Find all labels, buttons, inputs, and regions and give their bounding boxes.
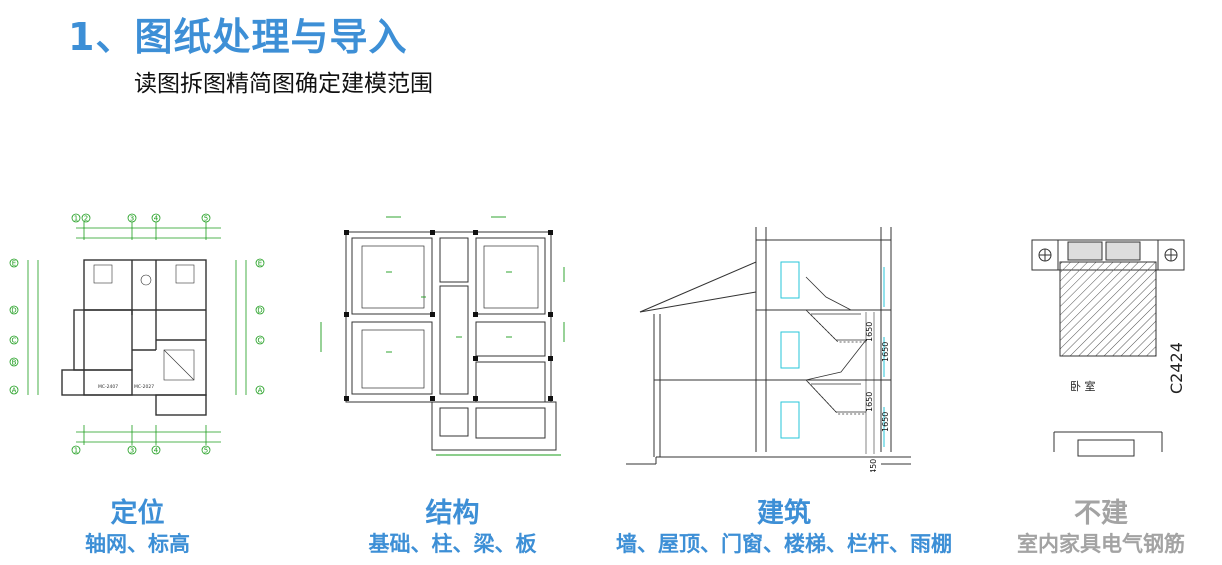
caption-positioning: 定位 轴网、标高 bbox=[40, 498, 235, 558]
window-tag: C2424 bbox=[1167, 342, 1186, 394]
axis-label: D bbox=[11, 307, 16, 315]
axis-label: 4 bbox=[154, 215, 159, 223]
caption-heading: 结构 bbox=[425, 498, 480, 529]
caption-sub: 轴网、标高 bbox=[85, 532, 190, 556]
axis-label: 3 bbox=[130, 215, 134, 223]
caption-heading: 定位 bbox=[110, 498, 165, 529]
room-name: 卧 室 bbox=[1070, 379, 1096, 393]
elevation-label: 450 bbox=[869, 459, 878, 472]
axis-label: 4 bbox=[154, 447, 159, 455]
axis-label: C bbox=[12, 337, 17, 345]
caption-not-built: 不建 室内家具电气钢筋 bbox=[994, 498, 1208, 558]
furniture-drawing: C2424 卧 室 bbox=[1031, 239, 1186, 457]
elevation-label: 1650 bbox=[881, 342, 890, 362]
axis-label: 1 bbox=[74, 447, 78, 455]
page-title: 1、图纸处理与导入 bbox=[68, 15, 408, 59]
axis-label: 5 bbox=[204, 215, 208, 223]
room-tag: MC-2027 bbox=[134, 384, 154, 390]
axis-label: 5 bbox=[204, 447, 208, 455]
caption-architecture: 建筑 墙、屋顶、门窗、楼梯、栏杆、雨棚 bbox=[584, 498, 984, 558]
elevation-label: 1650 bbox=[881, 412, 890, 432]
axis-label: B bbox=[12, 359, 17, 367]
axis-label: 2 bbox=[84, 215, 88, 223]
building-section-drawing: 1650 1650 1650 1650 450 bbox=[626, 227, 911, 472]
floor-plan-drawing: 1 2 3 4 5 1 3 4 5 E D C B A E D C A MC-2 bbox=[9, 213, 265, 455]
caption-heading: 不建 bbox=[1074, 498, 1128, 529]
caption-sub: 基础、柱、梁、板 bbox=[368, 532, 537, 556]
caption-structure: 结构 基础、柱、梁、板 bbox=[340, 498, 565, 558]
structure-plan-drawing bbox=[320, 216, 565, 456]
axis-label: E bbox=[258, 260, 262, 268]
caption-heading: 建筑 bbox=[757, 498, 811, 529]
axis-label: 1 bbox=[74, 215, 78, 223]
page-subtitle: 读图拆图精简图确定建模范围 bbox=[134, 71, 433, 97]
axis-label: E bbox=[12, 260, 16, 268]
room-tag: MC-2407 bbox=[98, 384, 118, 390]
caption-sub: 墙、屋顶、门窗、楼梯、栏杆、雨棚 bbox=[616, 532, 952, 556]
elevation-label: 1650 bbox=[865, 392, 874, 412]
elevation-label: 1650 bbox=[865, 322, 874, 342]
axis-label: A bbox=[12, 387, 17, 395]
axis-label: A bbox=[258, 387, 263, 395]
axis-label: C bbox=[258, 337, 263, 345]
caption-sub: 室内家具电气钢筋 bbox=[1017, 532, 1185, 556]
axis-label: D bbox=[257, 307, 262, 315]
axis-label: 3 bbox=[130, 447, 134, 455]
